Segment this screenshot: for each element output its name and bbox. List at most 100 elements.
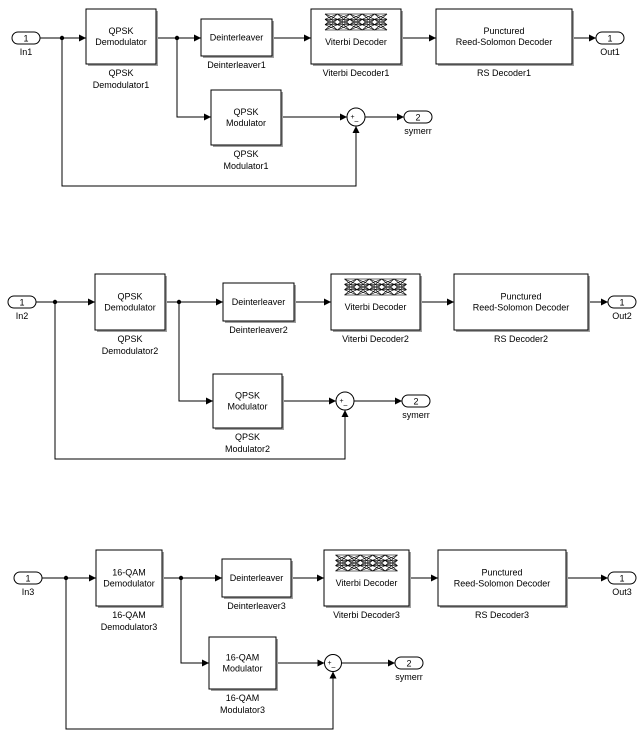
arrowhead: [431, 574, 438, 582]
symerr-outport-1-number: 2: [415, 113, 420, 123]
rs-decoder-block-2-body[interactable]: [453, 273, 589, 331]
outport-3-number: 1: [619, 574, 624, 584]
demodulator-block-1-body[interactable]: [85, 8, 157, 65]
rs-decoder-block-1-body[interactable]: [435, 8, 573, 65]
inport-3-oval[interactable]: [13, 571, 43, 585]
arrowhead: [341, 410, 349, 417]
rs-decoder-block-2-text: Punctured: [500, 292, 541, 302]
viterbi-decoder-block-2-body[interactable]: [330, 273, 421, 331]
arrowhead: [601, 298, 608, 306]
inport-1-number: 1: [23, 34, 28, 44]
outport-2-oval[interactable]: [607, 295, 637, 309]
viterbi-decoder-block-1-body[interactable]: [310, 8, 402, 65]
sum-minus-sign: –: [355, 118, 359, 125]
arrowhead: [304, 34, 311, 42]
wire-input-feedback: [54, 302, 346, 460]
wire-branch-mod: [180, 578, 209, 664]
subsystem-1: 1In1QPSKDemodulatorQPSKDemodulator1Deint…: [11, 8, 625, 187]
modulator-block-3-text: Modulator: [222, 664, 262, 674]
rs-decoder-block-3-body[interactable]: [437, 549, 567, 607]
deinterleaver-block-1-body[interactable]: [200, 18, 273, 57]
modulator-block-2-body[interactable]: [212, 373, 283, 429]
branch-point: [174, 35, 180, 41]
deinterleaver-block-2-text: Deinterleaver: [232, 297, 286, 307]
rs-decoder-block-2-text: Reed-Solomon Decoder: [473, 303, 570, 313]
sum-circle[interactable]: [346, 107, 366, 127]
demodulator-block-3-text: Demodulator: [103, 579, 155, 589]
viterbi-decoder-block-1-text: Viterbi Decoder: [325, 37, 387, 47]
modulator-block-1-text: Modulator: [226, 118, 266, 128]
demodulator-block-3-text: 16-QAM: [112, 568, 146, 578]
outport-3-label: Out3: [612, 587, 632, 597]
inport-1-oval[interactable]: [11, 31, 41, 45]
demodulator-block-3-caption: Demodulator3: [101, 622, 158, 632]
sum-block-3[interactable]: +–: [324, 654, 342, 672]
inport-2-oval[interactable]: [7, 295, 37, 309]
symerr-outport-2-number: 2: [413, 397, 418, 407]
sum-block-2[interactable]: +–: [335, 391, 355, 411]
deinterleaver-block-2-body[interactable]: [222, 282, 295, 322]
sum-block-1[interactable]: +–: [346, 107, 366, 127]
demodulator-block-2-body[interactable]: [94, 273, 166, 331]
wire-branch-mod: [178, 302, 213, 402]
arrowhead: [317, 659, 325, 667]
arrowhead: [329, 397, 336, 405]
wire-input-feedback: [61, 38, 357, 187]
modulator-block-2-caption: Modulator2: [225, 444, 270, 454]
outport-3-oval[interactable]: [607, 571, 637, 585]
symerr-outport-3-oval[interactable]: [394, 656, 424, 670]
trellis-icon: [324, 13, 388, 31]
viterbi-decoder-block-3-caption: Viterbi Decoder3: [333, 610, 400, 620]
inport-1-label: In1: [20, 47, 33, 57]
viterbi-decoder-block-2-text: Viterbi Decoder: [345, 302, 407, 312]
arrowhead: [202, 659, 209, 667]
symerr-outport-1-oval[interactable]: [403, 110, 433, 124]
rs-decoder-block-1-caption: RS Decoder1: [477, 68, 531, 78]
sum-plus-sign: +: [339, 398, 343, 405]
demodulator-block-3-body[interactable]: [95, 549, 163, 607]
deinterleaver-block-3-caption: Deinterleaver3: [227, 601, 286, 611]
symerr-outport-2-label: symerr: [402, 410, 430, 420]
inport-3-label: In3: [22, 587, 35, 597]
modulator-block-1-text: QPSK: [233, 107, 258, 117]
sum-circle[interactable]: [324, 654, 342, 672]
modulator-block-1-body[interactable]: [210, 89, 282, 146]
symerr-outport-2-oval[interactable]: [401, 394, 431, 408]
outport-1-oval[interactable]: [595, 31, 625, 45]
sum-circle[interactable]: [335, 391, 355, 411]
deinterleaver-block-3-body[interactable]: [221, 558, 292, 598]
outport-1-label: Out1: [600, 47, 620, 57]
wire-branch-mod: [176, 38, 211, 118]
symerr-outport-3-number: 2: [406, 659, 411, 669]
demodulator-block-2-caption: Demodulator2: [102, 346, 159, 356]
modulator-block-3-body[interactable]: [208, 636, 277, 690]
arrowhead: [216, 298, 223, 306]
arrowhead: [352, 126, 360, 133]
symerr-outport-2[interactable]: 2 symerr: [401, 394, 431, 420]
demodulator-block-1-caption: Demodulator1: [93, 80, 150, 90]
